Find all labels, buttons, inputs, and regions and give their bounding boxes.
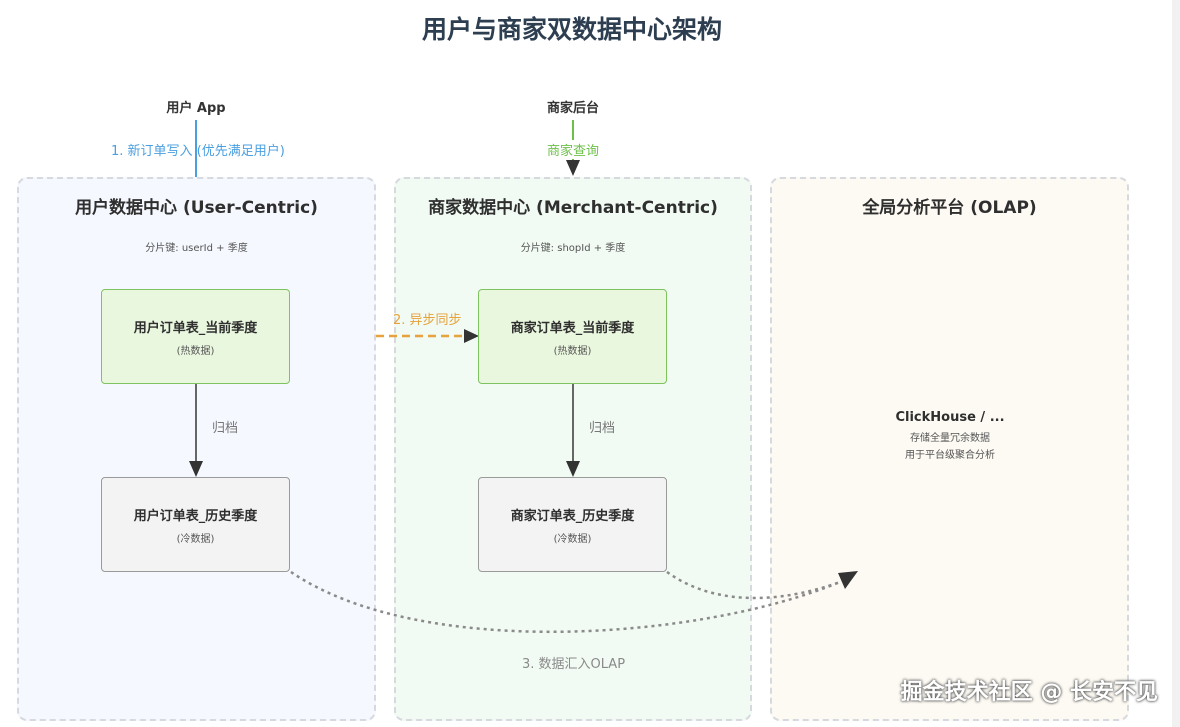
query-edge-label: 商家查询: [547, 140, 600, 159]
diagram-title: 用户与商家双数据中心架构: [421, 15, 722, 44]
user-cold-table-name: 用户订单表_历史季度: [133, 508, 258, 524]
user-archive-arrowhead: [189, 461, 203, 477]
user-aggregate-edge: [290, 570, 841, 634]
merchant-aggregate-edge: [666, 570, 841, 600]
user-datacenter-title: 用户数据中心 (User-Centric): [75, 198, 318, 218]
user-cold-table-note: (冷数据): [176, 533, 215, 545]
clickhouse-node-desc-1: 存储全量冗余数据: [910, 433, 990, 444]
clickhouse-node-name: ClickHouse / ...: [895, 410, 1005, 425]
merchant-datacenter-title: 商家数据中心 (Merchant-Centric): [428, 198, 718, 218]
merchant-shard-key: 分片键: shopId + 季度: [520, 243, 626, 254]
merchant-cold-table-note: (冷数据): [553, 533, 592, 545]
merchant-backend-label: 商家后台: [546, 101, 599, 116]
user-hot-table-note: (热数据): [176, 345, 215, 357]
clickhouse-node: ClickHouse / ... 存储全量冗余数据 用于平台级聚合分析: [870, 410, 1030, 461]
clickhouse-node-desc-2: 用于平台级聚合分析: [905, 450, 995, 461]
sync-edge-label: 2. 异步同步: [393, 313, 462, 328]
merchant-archive-arrowhead: [566, 461, 580, 477]
write-edge-label: 1. 新订单写入 (优先满足用户): [111, 144, 285, 159]
merchant-cold-table-name: 商家订单表_历史季度: [510, 508, 635, 524]
sync-arrowhead: [464, 329, 479, 343]
query-arrowhead: [566, 160, 580, 176]
user-cold-table: 用户订单表_历史季度 (冷数据): [101, 477, 290, 572]
olap-platform-title: 全局分析平台 (OLAP): [862, 198, 1037, 218]
user-app-label: 用户 App: [166, 101, 226, 116]
scrollbar-track[interactable]: [1172, 0, 1180, 727]
olap-platform-panel: 全局分析平台 (OLAP): [770, 177, 1129, 721]
user-shard-key: 分片键: userId + 季度: [145, 243, 248, 254]
watermark: 掘金技术社区 @ 长安不见: [900, 680, 1158, 705]
aggregate-arrowhead: [838, 571, 858, 589]
user-hot-table: 用户订单表_当前季度 (热数据): [101, 289, 290, 384]
aggregate-edge-label: 3. 数据汇入OLAP: [522, 657, 626, 672]
merchant-cold-table: 商家订单表_历史季度 (冷数据): [478, 477, 667, 572]
merchant-hot-table-name: 商家订单表_当前季度: [510, 320, 635, 336]
user-hot-table-name: 用户订单表_当前季度: [133, 320, 258, 336]
merchant-archive-label: 归档: [589, 421, 616, 436]
merchant-hot-table: 商家订单表_当前季度 (热数据): [478, 289, 667, 384]
merchant-hot-table-note: (热数据): [553, 345, 592, 357]
user-archive-label: 归档: [212, 421, 239, 436]
